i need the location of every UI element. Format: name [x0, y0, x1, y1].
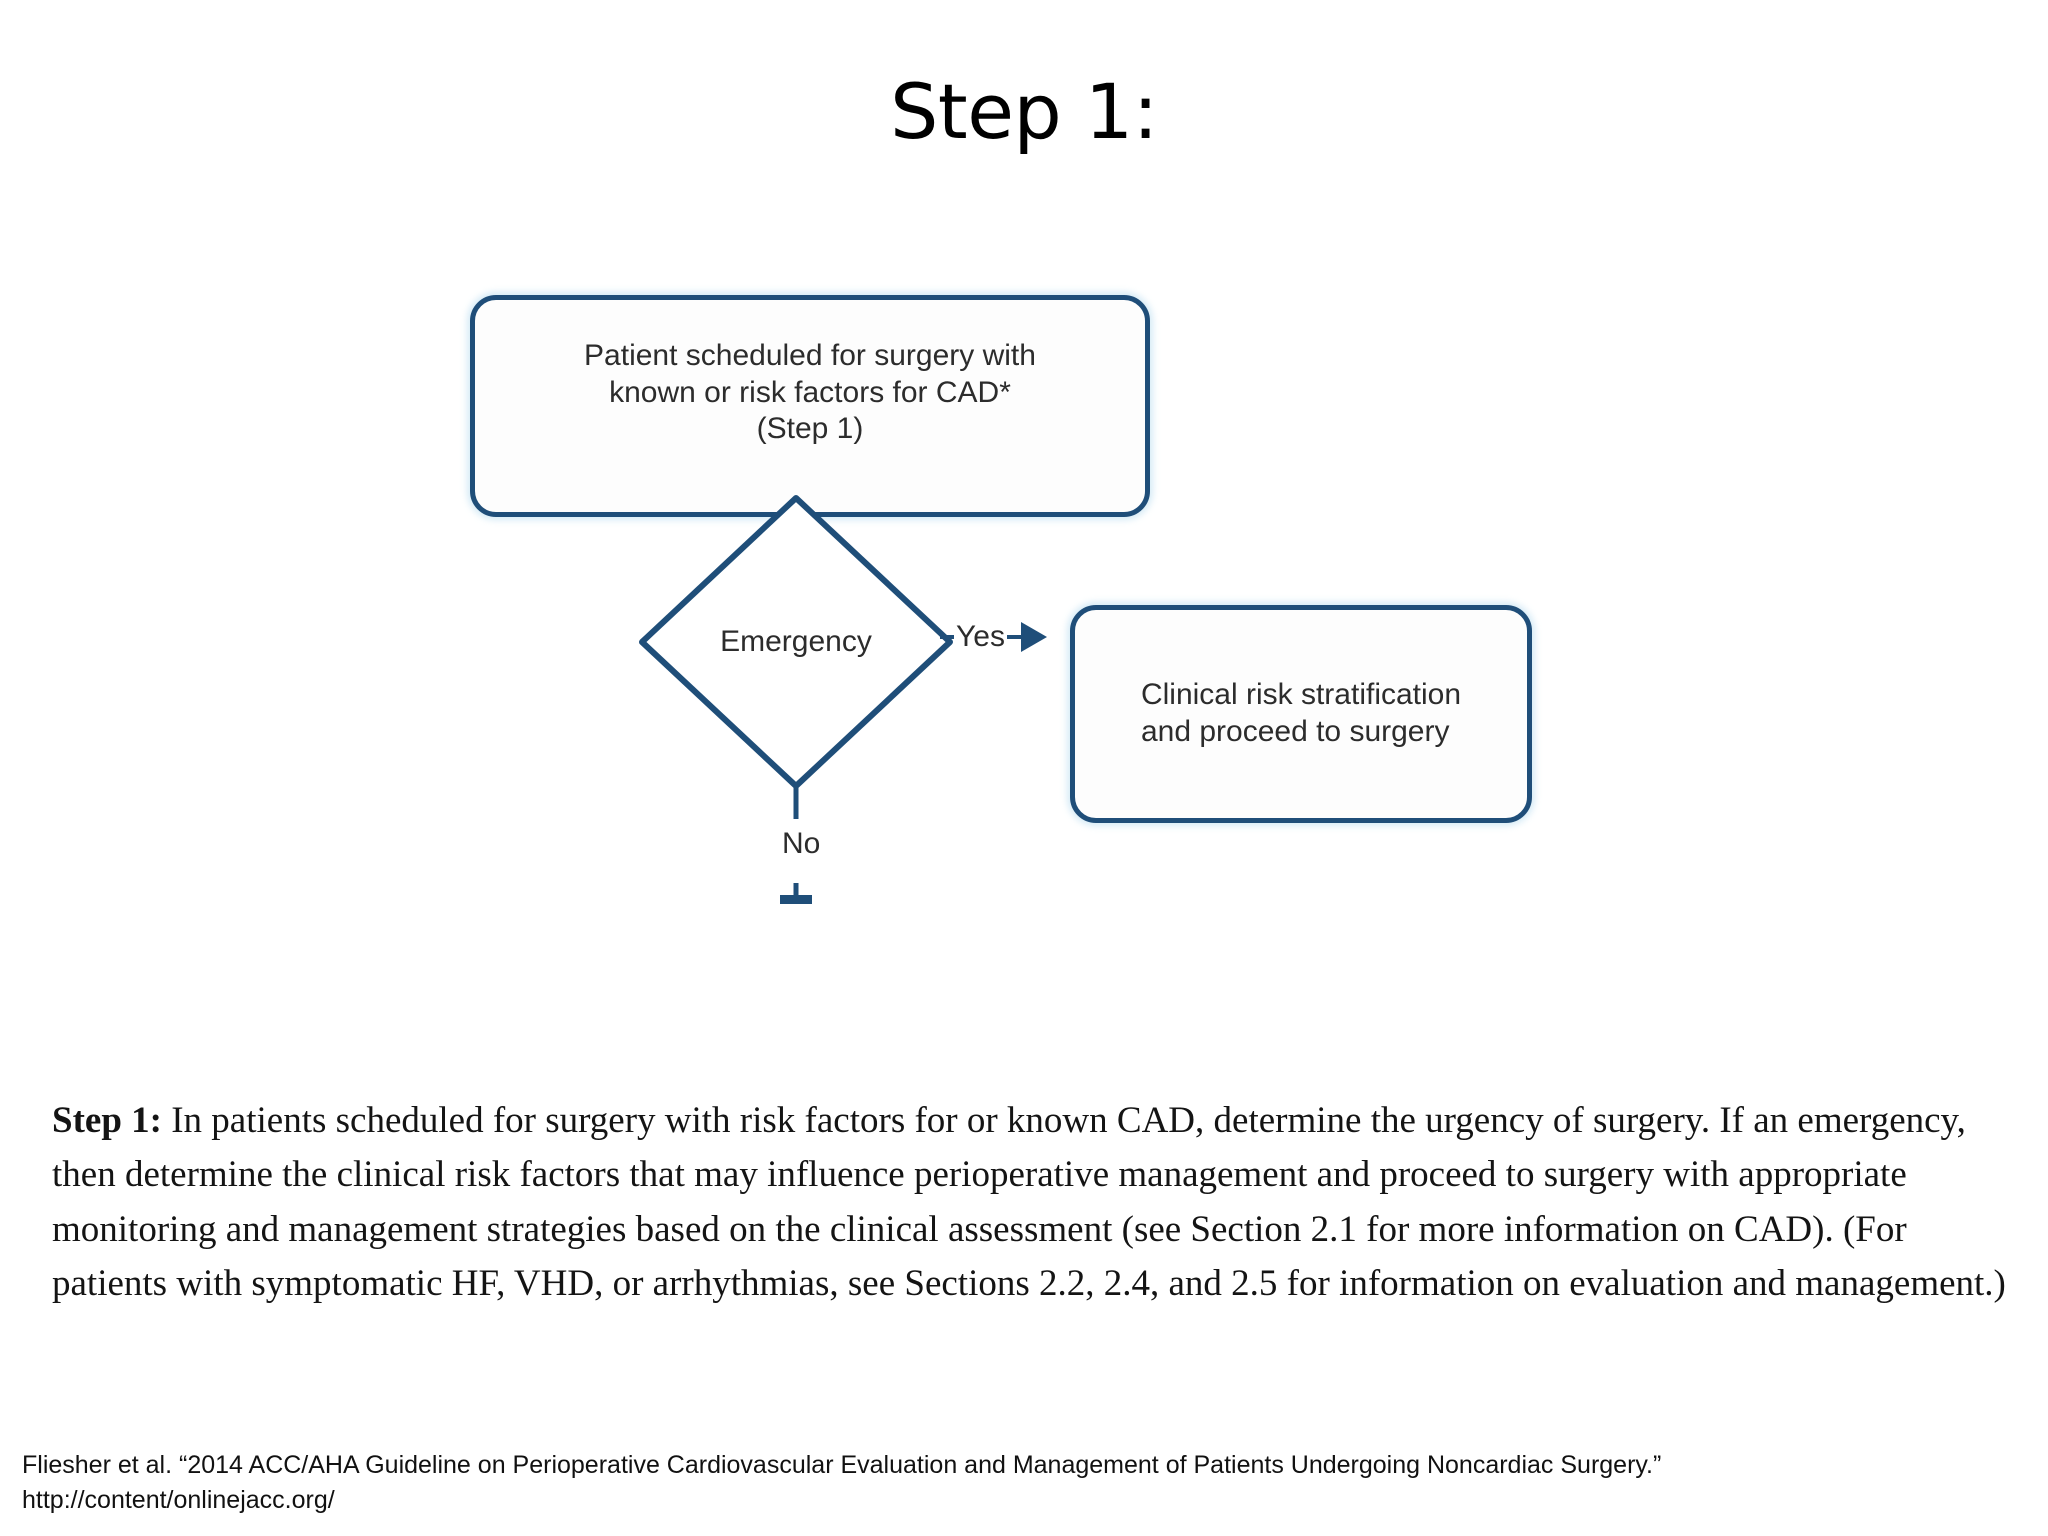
page-title: Step 1:: [890, 67, 1158, 156]
footer-citation: Fliesher et al. “2014 ACC/AHA Guideline …: [22, 1448, 2012, 1517]
body-paragraph-lead: Step 1:: [52, 1100, 162, 1141]
body-paragraph: Step 1: In patients scheduled for surger…: [52, 1094, 2012, 1312]
flowchart-start-box: Patient scheduled for surgery with known…: [470, 295, 1150, 517]
body-paragraph-text: In patients scheduled for surgery with r…: [52, 1100, 2006, 1305]
connector-no-label: No: [782, 827, 821, 860]
connector-line-segment: [940, 635, 954, 639]
connector-yes-label: Yes: [956, 620, 1005, 653]
flowchart-decision-diamond: Emergency: [636, 492, 956, 792]
arrow-right-icon: [1020, 622, 1047, 652]
footer-citation-url[interactable]: http://content/onlinejacc.org/: [22, 1485, 335, 1514]
connector-yes-branch: Yes: [940, 612, 1120, 662]
footer-citation-text: Fliesher et al. “2014 ACC/AHA Guideline …: [22, 1451, 1662, 1479]
connector-no-branch: No: [750, 785, 930, 915]
flowchart-clinical-box: Clinical risk stratification and proceed…: [1070, 605, 1532, 823]
flowchart-clinical-box-label: Clinical risk stratification and proceed…: [1140, 678, 1462, 748]
flowchart-figure: Patient scheduled for surgery with known…: [440, 240, 1620, 940]
connector-line-segment: [1006, 635, 1021, 639]
flowchart-start-box-label: Patient scheduled for surgery with known…: [584, 339, 1036, 446]
